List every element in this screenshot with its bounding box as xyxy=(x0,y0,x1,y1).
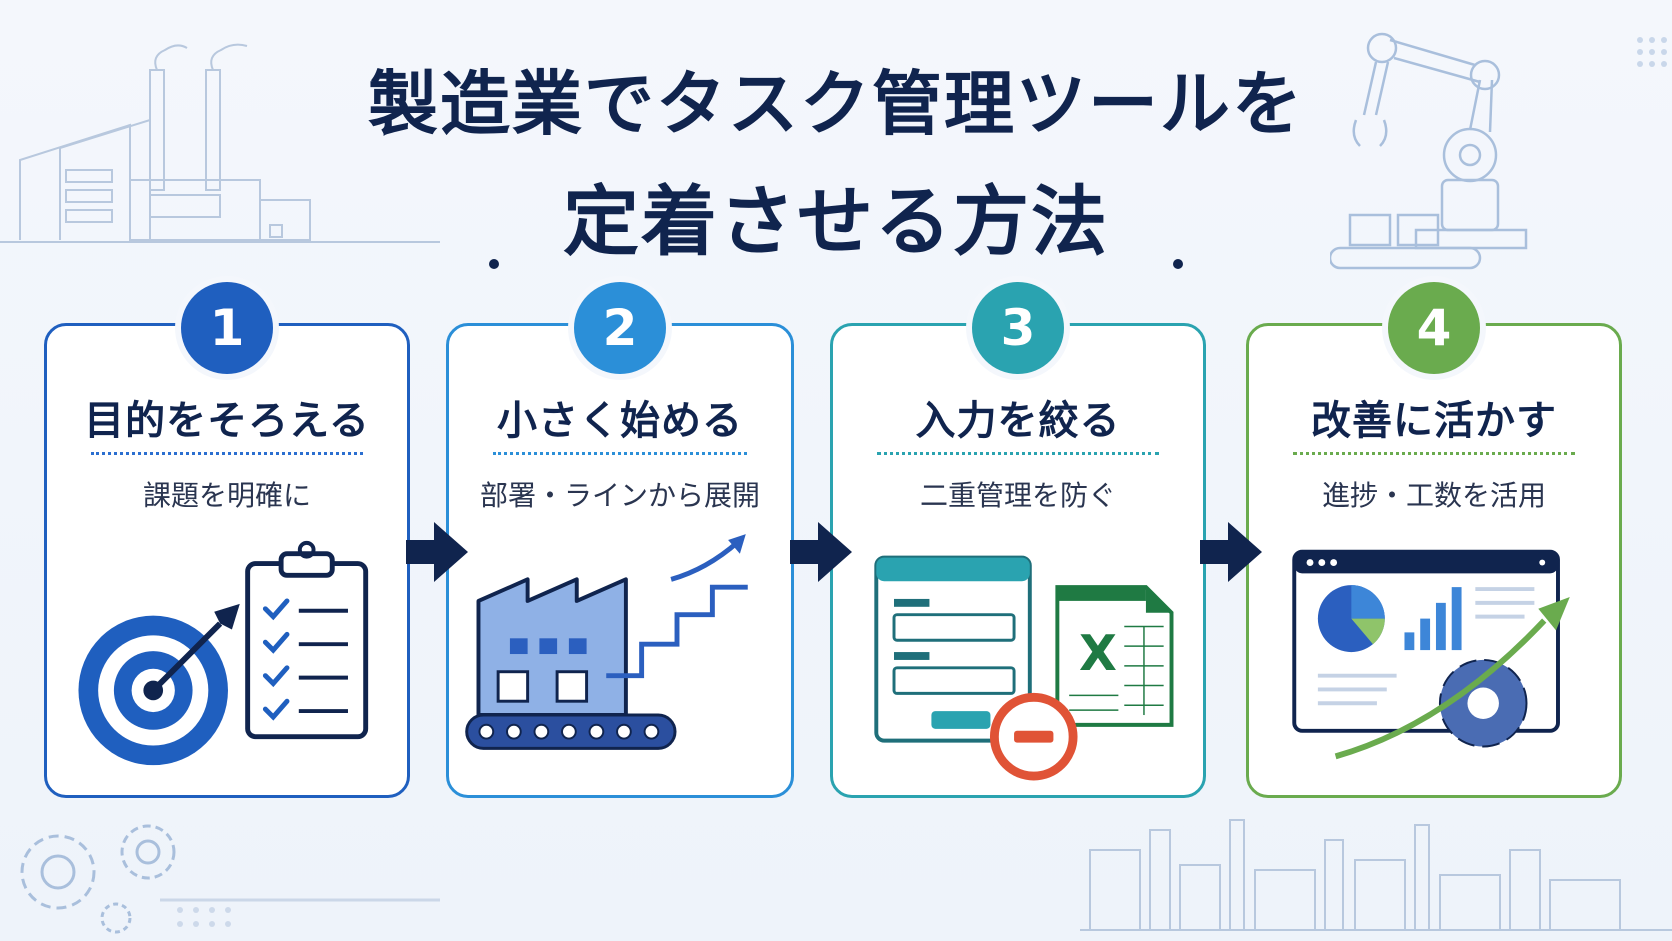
step-card-2: 2 小さく始める 部署・ラインから展開 xyxy=(446,282,794,798)
dotted-divider xyxy=(91,452,363,455)
step-title: 入力を絞る xyxy=(915,398,1121,444)
page-title-line1: 製造業でタスク管理ツールを xyxy=(368,63,1304,145)
step-subtitle: 進捗・工数を活用 xyxy=(1321,479,1546,512)
step-title: 目的をそろえる xyxy=(84,398,370,444)
robot-arm-illustration xyxy=(1330,32,1667,270)
step-number-badge: 4 xyxy=(1388,282,1480,374)
step-arrow-1 xyxy=(406,522,468,582)
growth-stairs-icon xyxy=(606,534,748,679)
step3-illustration: X xyxy=(874,555,1174,781)
step-arrow-3 xyxy=(1200,522,1262,582)
svg-text:X: X xyxy=(1079,624,1117,682)
gear-icon xyxy=(1438,658,1528,748)
no-entry-icon xyxy=(989,692,1078,781)
factory-icon xyxy=(476,577,628,717)
form-window-icon xyxy=(874,555,1032,743)
step-subtitle: 二重管理を防ぐ xyxy=(919,479,1116,512)
dotted-divider xyxy=(877,452,1159,455)
step1-illustration xyxy=(78,540,369,766)
dotted-divider xyxy=(1293,452,1575,455)
step-number-badge: 3 xyxy=(972,282,1064,374)
title-underline xyxy=(489,259,1183,269)
step-card-4: 4 改善に活かす 進捗・工数を活用 xyxy=(1246,282,1622,798)
page-title-line2: 定着させる方法 xyxy=(563,177,1109,266)
step-number-badge: 1 xyxy=(181,282,273,374)
step-title: 改善に活かす xyxy=(1311,398,1557,444)
target-icon xyxy=(78,603,240,766)
step-subtitle: 課題を明確に xyxy=(142,479,311,512)
excel-icon: X xyxy=(1055,585,1174,727)
gears-decoration xyxy=(20,824,440,934)
step4-illustration xyxy=(1292,549,1570,760)
city-skyline-right-illustration xyxy=(1080,819,1672,931)
step-number-badge: 2 xyxy=(574,282,666,374)
conveyor-icon xyxy=(465,713,677,750)
checklist-icon xyxy=(245,540,369,740)
step-subtitle: 部署・ラインから展開 xyxy=(479,479,760,512)
step-card-3: 3 入力を絞る 二重管理を防ぐ X xyxy=(830,282,1206,798)
dotted-divider xyxy=(493,452,747,455)
step2-illustration xyxy=(465,534,748,750)
factory-skyline-left-illustration xyxy=(0,43,440,243)
step-card-1: 1 目的をそろえる 課題を明確に xyxy=(44,282,410,798)
step-title: 小さく始める xyxy=(497,398,743,444)
trend-arrow-icon xyxy=(1334,596,1570,760)
step-arrow-2 xyxy=(790,522,852,582)
